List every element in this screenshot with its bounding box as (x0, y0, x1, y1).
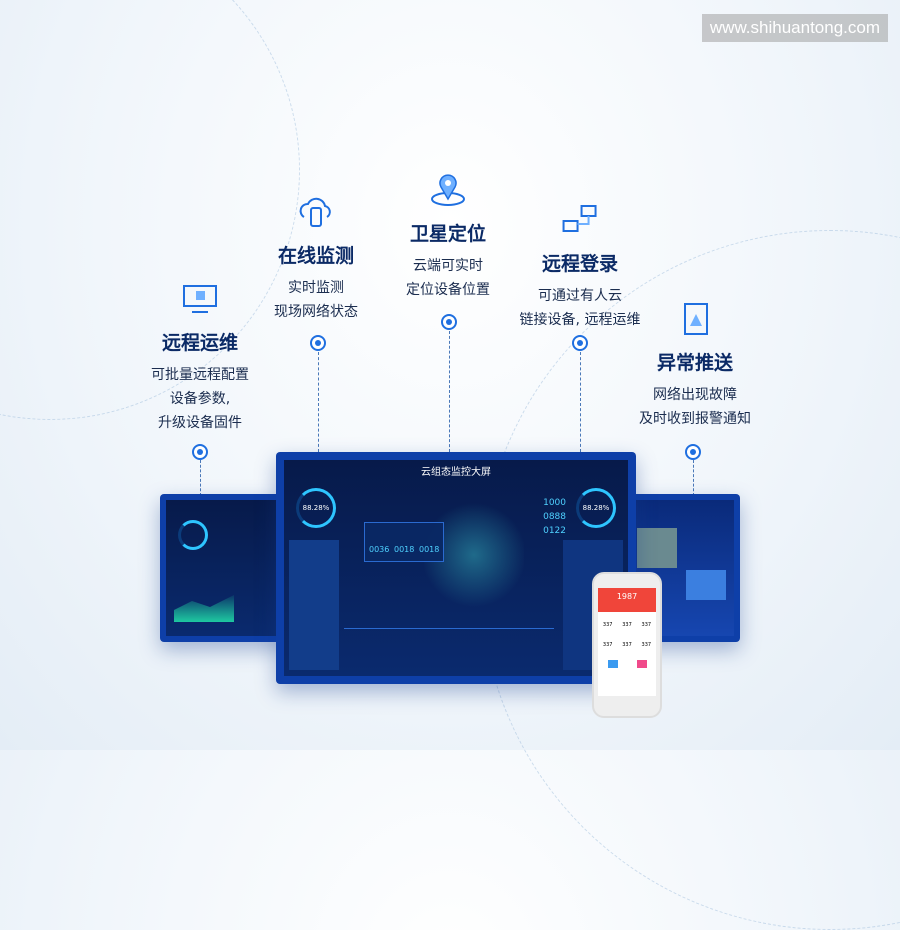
gauge-right: 88.28% (576, 488, 616, 528)
stat: 0018 (419, 545, 440, 554)
feature-title: 异常推送 (656, 352, 733, 374)
right-screen (625, 494, 740, 642)
phone-value: 337 (602, 622, 613, 628)
connector-dot (685, 444, 701, 460)
counter: 0122 (543, 526, 566, 536)
stat: 0018 (394, 545, 415, 554)
feature-satellite: 卫星定位 云端可实时定位设备位置 (406, 173, 490, 302)
dashboard-title: 云组态监控大屏 (421, 467, 491, 478)
network-computers-icon (563, 205, 597, 232)
feature-title: 卫星定位 (409, 223, 486, 245)
feature-desc: 网络出现故障 (653, 387, 737, 403)
connector-dot (572, 335, 588, 351)
feature-desc: 云端可实时 (413, 258, 483, 274)
phone-mockup: 1987 337 337 337 337 337 337 (592, 572, 662, 718)
connector-dot (192, 444, 208, 460)
phone-value: 337 (602, 642, 613, 648)
feature-remote-login: 远程登录 可通过有人云链接设备, 远程运维 (519, 203, 641, 332)
phone-value: 337 (622, 642, 632, 648)
feature-alarm: 异常推送 网络出现故障及时收到报警通知 (639, 302, 751, 431)
cloud-phone-icon (299, 197, 331, 227)
phone-banner: 1987 (598, 588, 656, 612)
feature-remote-ops: 远程运维 可批量远程配置设备参数, 升级设备固件 (151, 282, 249, 435)
feature-desc: 可通过有人云 (538, 288, 622, 304)
map-pin-icon (431, 174, 465, 206)
phone-value: 337 (622, 622, 632, 628)
phone-value: 337 (641, 642, 652, 648)
connector-dot (441, 314, 457, 330)
feature-desc: 可批量远程配置 (151, 367, 249, 383)
feature-desc: 设备参数, (169, 391, 231, 407)
counter: 1000 (543, 498, 566, 508)
left-screen (160, 494, 290, 642)
warning-document-icon (684, 303, 708, 335)
stats-panel: 0036 0018 0018 (364, 522, 444, 562)
feature-desc: 链接设备, 远程运维 (519, 312, 641, 328)
phone-value: 337 (641, 622, 652, 628)
feature-desc: 定位设备位置 (406, 282, 490, 298)
monitor-box-icon (183, 285, 217, 313)
feature-title: 远程登录 (541, 253, 618, 275)
feature-title: 在线监测 (277, 245, 354, 267)
dashboard-screen: 云组态监控大屏 88.28% 88.28% 1000 0888 0122 003… (276, 452, 636, 684)
counter: 0888 (543, 512, 566, 522)
stat: 0036 (369, 545, 390, 554)
feature-title: 远程运维 (161, 332, 238, 354)
feature-desc: 现场网络状态 (274, 304, 358, 320)
gauge-left: 88.28% (296, 488, 336, 528)
feature-desc: 升级设备固件 (158, 415, 242, 431)
feature-online-monitor: 在线监测 实时监测现场网络状态 (274, 195, 358, 324)
feature-desc: 实时监测 (288, 280, 344, 296)
feature-desc: 及时收到报警通知 (639, 411, 751, 427)
connector-dot (310, 335, 326, 351)
watermark: www.shihuantong.com (701, 14, 888, 42)
